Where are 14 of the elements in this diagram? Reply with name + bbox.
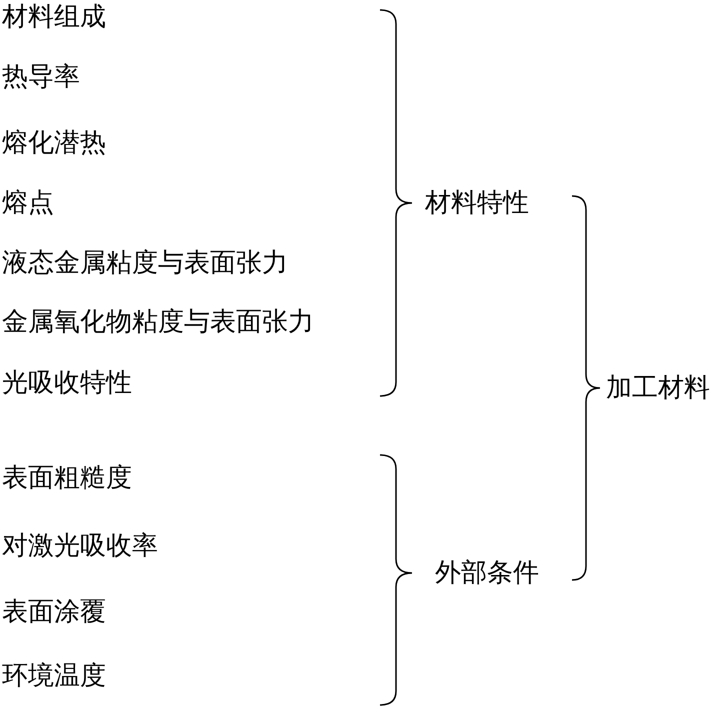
item-label: 光吸收特性 <box>2 367 132 399</box>
item-label: 材料组成 <box>2 1 106 33</box>
item-label: 熔点 <box>2 187 54 219</box>
group-label: 加工材料 <box>606 372 710 404</box>
item-label: 金属氧化物粘度与表面张力 <box>2 306 314 338</box>
item-label: 对激光吸收率 <box>2 530 158 562</box>
item-label: 表面粗糙度 <box>2 462 132 494</box>
item-label: 环境温度 <box>2 660 106 692</box>
group-label: 外部条件 <box>435 557 539 589</box>
item-label: 热导率 <box>2 61 80 93</box>
item-label: 表面涂覆 <box>2 596 106 628</box>
item-label: 液态金属粘度与表面张力 <box>2 247 288 279</box>
group-label: 材料特性 <box>425 187 529 219</box>
item-label: 熔化潜热 <box>2 127 106 159</box>
